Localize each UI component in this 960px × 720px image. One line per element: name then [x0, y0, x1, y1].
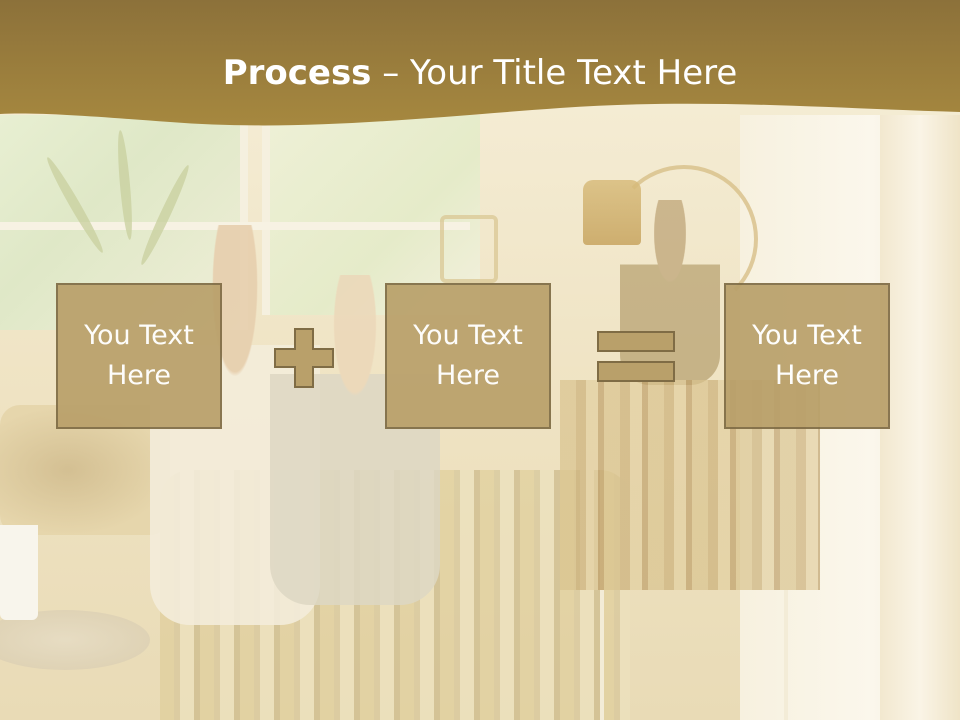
- equals-icon: [597, 331, 675, 382]
- header-wave: [0, 0, 960, 126]
- header-band: Process – Your Title Text Here: [0, 0, 960, 140]
- bust-sculpture: [620, 200, 720, 385]
- title-bold: Process: [222, 53, 372, 93]
- slide-title: Process – Your Title Text Here: [0, 53, 960, 93]
- lamp-arm: [610, 165, 758, 313]
- plus-icon: [274, 328, 334, 388]
- text-box-2[interactable]: You Text Here: [385, 283, 551, 429]
- text-box-1[interactable]: You Text Here: [56, 283, 222, 429]
- picture-frame: [440, 215, 498, 283]
- table-legs: [600, 590, 788, 720]
- side-table: [0, 610, 150, 670]
- text-box-3[interactable]: You Text Here: [724, 283, 890, 429]
- title-rest: – Your Title Text Here: [371, 53, 738, 93]
- mug: [0, 525, 38, 620]
- curtain: [880, 115, 960, 720]
